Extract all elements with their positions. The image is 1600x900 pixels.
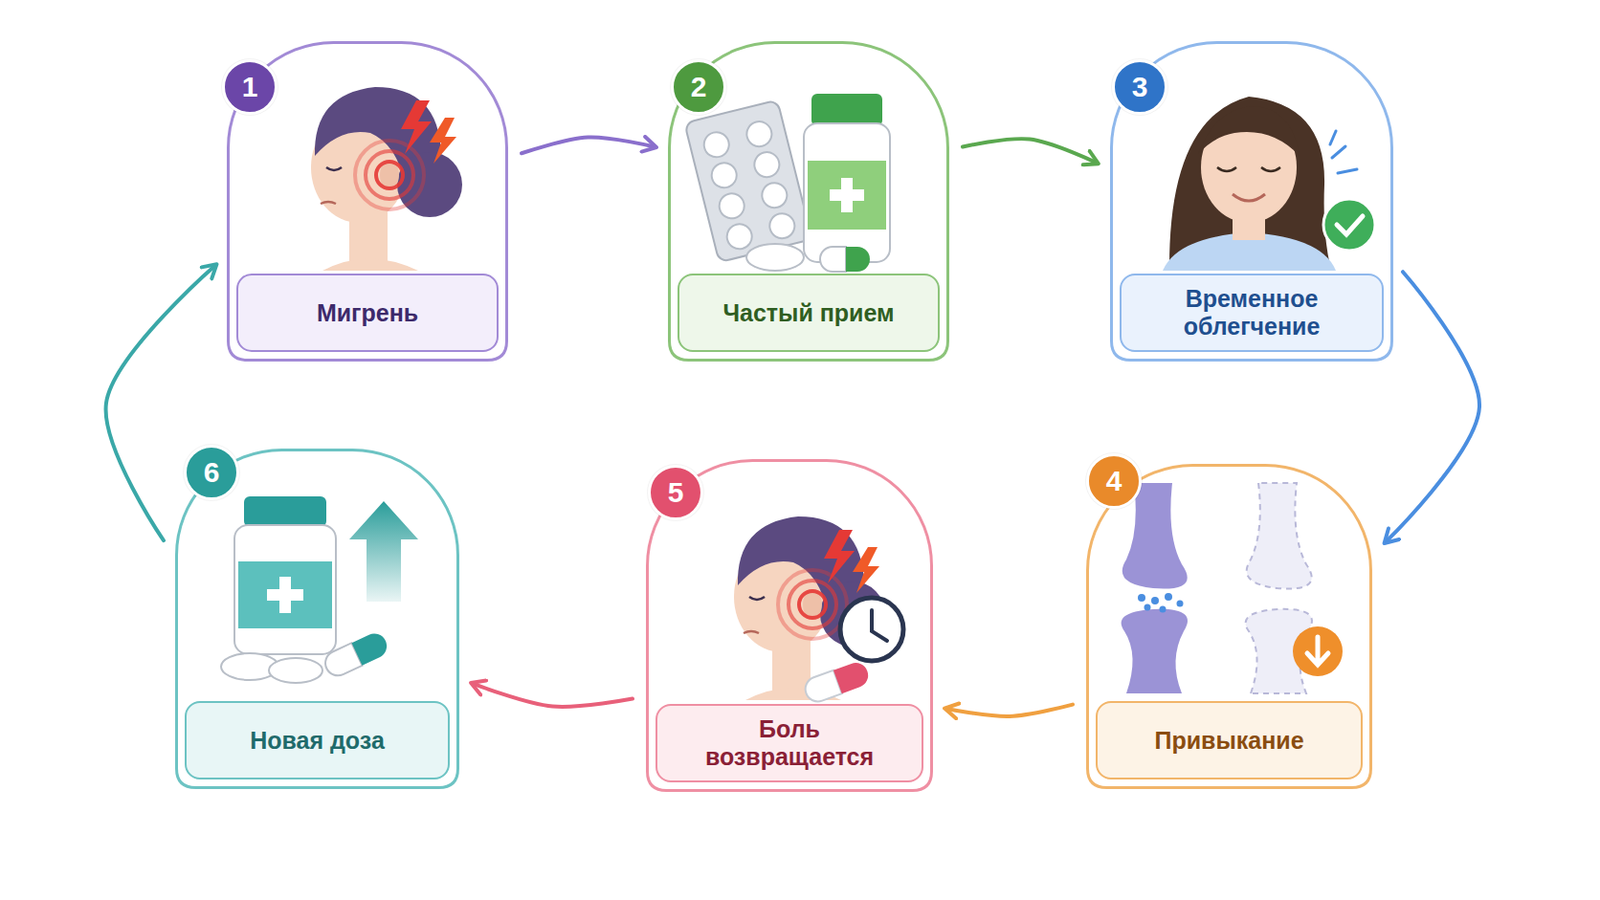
callout-number: 4 xyxy=(1086,453,1142,510)
pills-illustration xyxy=(684,93,890,272)
dose-illustration xyxy=(221,496,419,684)
cycle-arrow xyxy=(962,138,1097,163)
callout-number: 3 xyxy=(1111,59,1168,115)
synapse-illustration xyxy=(1121,483,1343,694)
card-shape xyxy=(1088,466,1372,789)
step-label: Временное облегчение xyxy=(1119,273,1384,353)
step-label: Частый прием xyxy=(677,273,940,353)
callout-badge: 1 xyxy=(222,59,278,115)
card-shape xyxy=(647,461,933,792)
cycle-arrow xyxy=(521,136,655,154)
callout-badge: 4 xyxy=(1086,453,1142,510)
callout-badge: 6 xyxy=(183,444,240,501)
callout-number: 5 xyxy=(647,465,704,521)
card-shape xyxy=(177,450,459,789)
step-card: Новая доза xyxy=(175,448,460,790)
step-label: Боль возвращается xyxy=(655,704,924,783)
callout-badge: 5 xyxy=(647,465,704,521)
card-shape xyxy=(669,43,949,361)
cycle-arrow xyxy=(472,684,633,708)
callout-badge: 3 xyxy=(1111,59,1168,115)
callout-number: 1 xyxy=(222,59,278,115)
card-shape xyxy=(1111,43,1393,361)
cycle-arrow xyxy=(946,705,1073,717)
relief-face xyxy=(1162,96,1376,271)
cycle-arrow xyxy=(1385,271,1480,542)
callout-number: 6 xyxy=(183,444,240,501)
step-label: Мигрень xyxy=(236,273,499,353)
step-label: Привыкание xyxy=(1095,701,1363,780)
migraine-head xyxy=(311,87,463,271)
step-label: Новая доза xyxy=(184,701,450,780)
callout-badge: 2 xyxy=(670,59,727,115)
returning-pain xyxy=(733,516,904,706)
callout-number: 2 xyxy=(670,59,727,115)
step-card: Привыкание xyxy=(1086,464,1373,790)
